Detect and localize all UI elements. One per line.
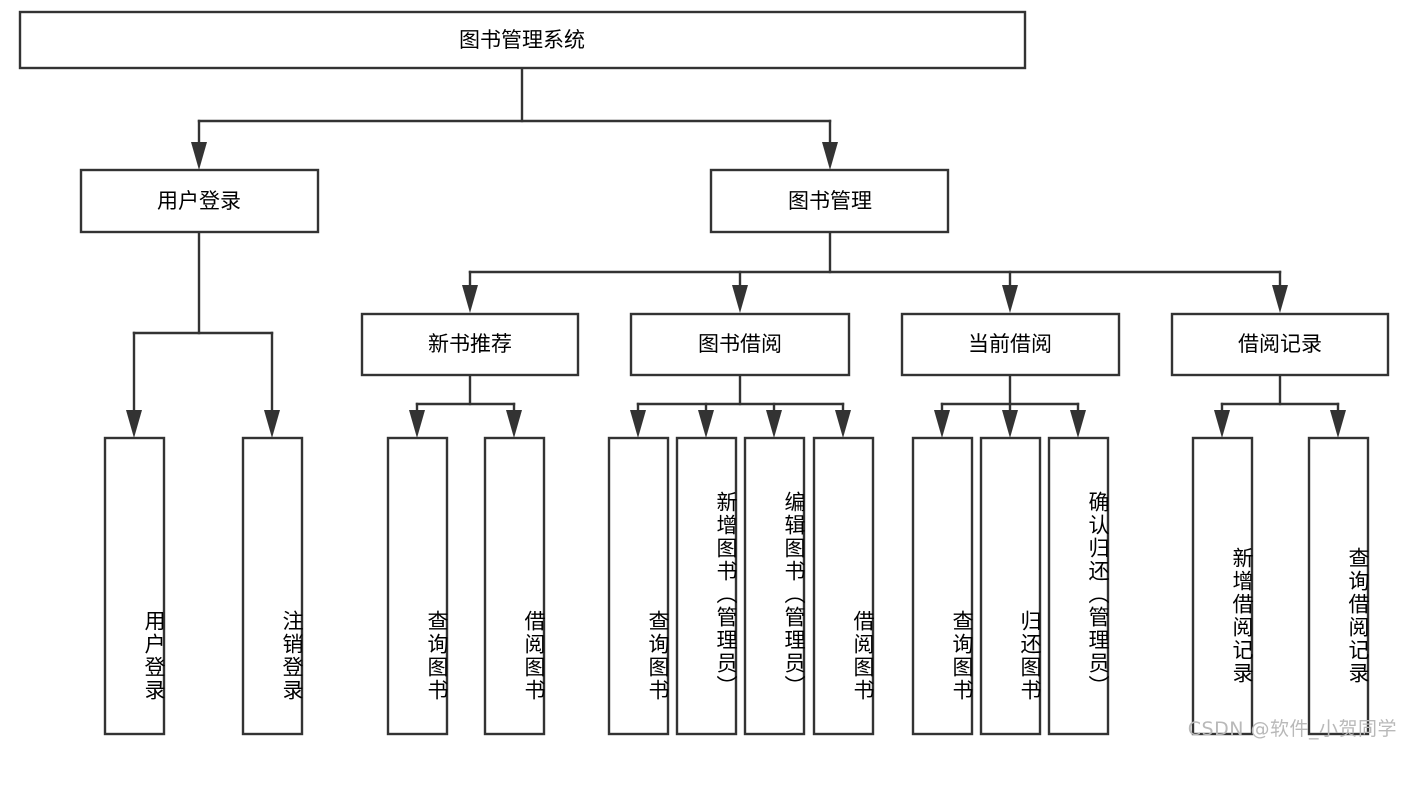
node-current-borrow-label: 当前借阅 xyxy=(968,332,1052,356)
tree-diagram-svg: 图书管理系统 用户登录 图书管理 新书推荐 图书借阅 当前借阅 借阅记录 xyxy=(18,10,1390,736)
arrow-head-new-book-rec xyxy=(462,285,478,313)
arrow-head-leaf-query-book-1 xyxy=(409,410,425,438)
node-leaf-add-book-box[interactable] xyxy=(675,436,738,736)
node-leaf-query-book-3-box[interactable] xyxy=(911,436,974,736)
node-new-book-rec-box[interactable] xyxy=(360,312,580,377)
node-leaf-return-book-box[interactable] xyxy=(979,436,1042,736)
arrow-head-book-borrow xyxy=(732,285,748,313)
node-book-manage-box[interactable] xyxy=(709,168,950,234)
arrow-head-book-manage xyxy=(822,142,838,170)
arrow-head-leaf-query-book-2 xyxy=(630,410,646,438)
node-user-login-label: 用户登录 xyxy=(157,189,241,213)
arrow-head-current-borrow xyxy=(1002,285,1018,313)
arrow-head-leaf-query-record xyxy=(1330,410,1346,438)
flowchart-canvas: 图书管理系统 用户登录 图书管理 新书推荐 图书借阅 当前借阅 借阅记录 xyxy=(18,10,1397,740)
node-user-login-box[interactable] xyxy=(79,168,320,234)
node-root-label: 图书管理系统 xyxy=(459,28,585,52)
node-leaf-confirm-return-box[interactable] xyxy=(1047,436,1110,736)
arrow-head-leaf-confirm-return xyxy=(1070,410,1086,438)
node-leaf-user-logout-box[interactable] xyxy=(241,436,304,736)
node-borrow-record-box[interactable] xyxy=(1170,312,1390,377)
csdn-watermark: CSDN @软件_小贺同学 xyxy=(1187,718,1397,740)
arrow-head-borrow-record xyxy=(1272,285,1288,313)
arrow-head-leaf-user-login xyxy=(126,410,142,438)
node-borrow-record-label: 借阅记录 xyxy=(1238,332,1322,356)
node-leaf-borrow-book-1-box[interactable] xyxy=(483,436,546,736)
connector-layer xyxy=(126,66,1346,438)
node-book-manage-label: 图书管理 xyxy=(788,189,872,213)
node-leaf-borrow-book-2-box[interactable] xyxy=(812,436,875,736)
arrow-head-leaf-user-logout xyxy=(264,410,280,438)
node-leaf-add-record-box[interactable] xyxy=(1191,436,1254,736)
node-leaf-query-book-2-box[interactable] xyxy=(607,436,670,736)
node-layer: 图书管理系统 用户登录 图书管理 新书推荐 图书借阅 当前借阅 借阅记录 xyxy=(18,10,1390,736)
node-root-box[interactable] xyxy=(18,10,1027,70)
arrow-head-leaf-borrow-book-2 xyxy=(835,410,851,438)
node-leaf-edit-book-box[interactable] xyxy=(743,436,806,736)
node-book-borrow-box[interactable] xyxy=(629,312,851,377)
arrow-head-leaf-return-book xyxy=(1002,410,1018,438)
arrow-head-user-login xyxy=(191,142,207,170)
arrow-head-leaf-query-book-3 xyxy=(934,410,950,438)
node-leaf-user-login-box[interactable] xyxy=(103,436,166,736)
arrow-head-leaf-add-book xyxy=(698,410,714,438)
arrow-head-leaf-add-record xyxy=(1214,410,1230,438)
arrow-head-leaf-borrow-book-1 xyxy=(506,410,522,438)
node-new-book-rec-label: 新书推荐 xyxy=(428,332,512,356)
node-current-borrow-box[interactable] xyxy=(900,312,1121,377)
arrow-head-leaf-edit-book xyxy=(766,410,782,438)
node-leaf-query-book-1-box[interactable] xyxy=(386,436,449,736)
node-book-borrow-label: 图书借阅 xyxy=(698,332,782,356)
node-leaf-query-record-box[interactable] xyxy=(1307,436,1370,736)
